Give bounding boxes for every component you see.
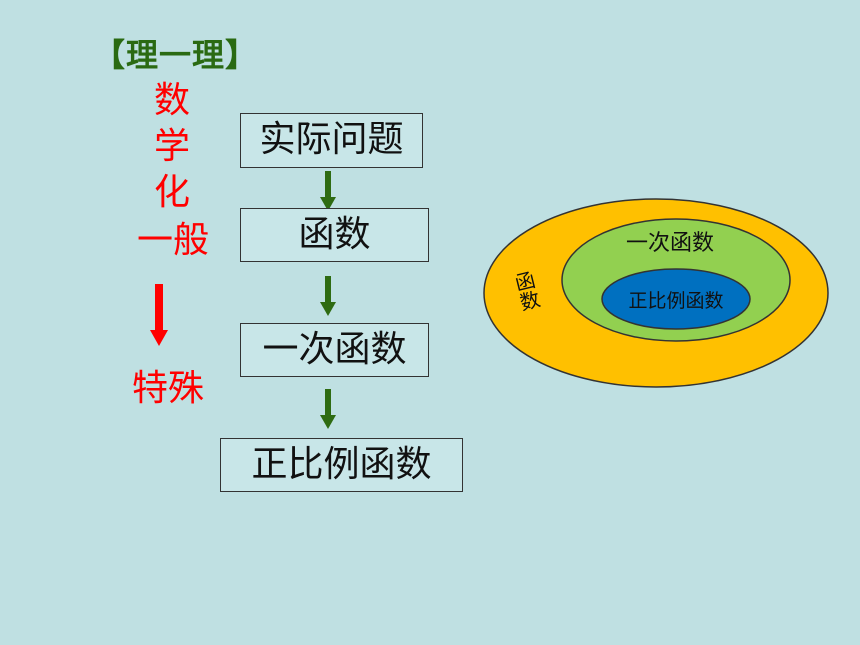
down-arrow-icon	[150, 284, 168, 346]
page-title: 【理一理】	[93, 36, 259, 74]
label-char: 数	[153, 80, 190, 121]
label-char: 学	[153, 126, 190, 167]
flow-box-proportional-function: 正比例函数	[220, 438, 463, 492]
label-shuxuehua: 数 学 化	[150, 78, 194, 216]
label-special: 特殊	[131, 368, 204, 409]
label-general: 一般	[136, 220, 209, 261]
flow-box-linear-function: 一次函数	[240, 323, 429, 377]
down-arrow-icon	[320, 276, 336, 316]
flow-box-function: 函数	[240, 208, 429, 262]
down-arrow-icon	[320, 171, 336, 211]
venn-diagram: 函数 一次函数 正比例函数	[483, 198, 829, 388]
venn-inner-label: 正比例函数	[628, 290, 723, 312]
venn-middle-label: 一次函数	[626, 231, 714, 256]
inner-ellipse	[601, 268, 751, 330]
down-arrow-icon	[320, 389, 336, 429]
label-char: 化	[153, 172, 190, 213]
flow-box-real-problem: 实际问题	[240, 113, 423, 168]
